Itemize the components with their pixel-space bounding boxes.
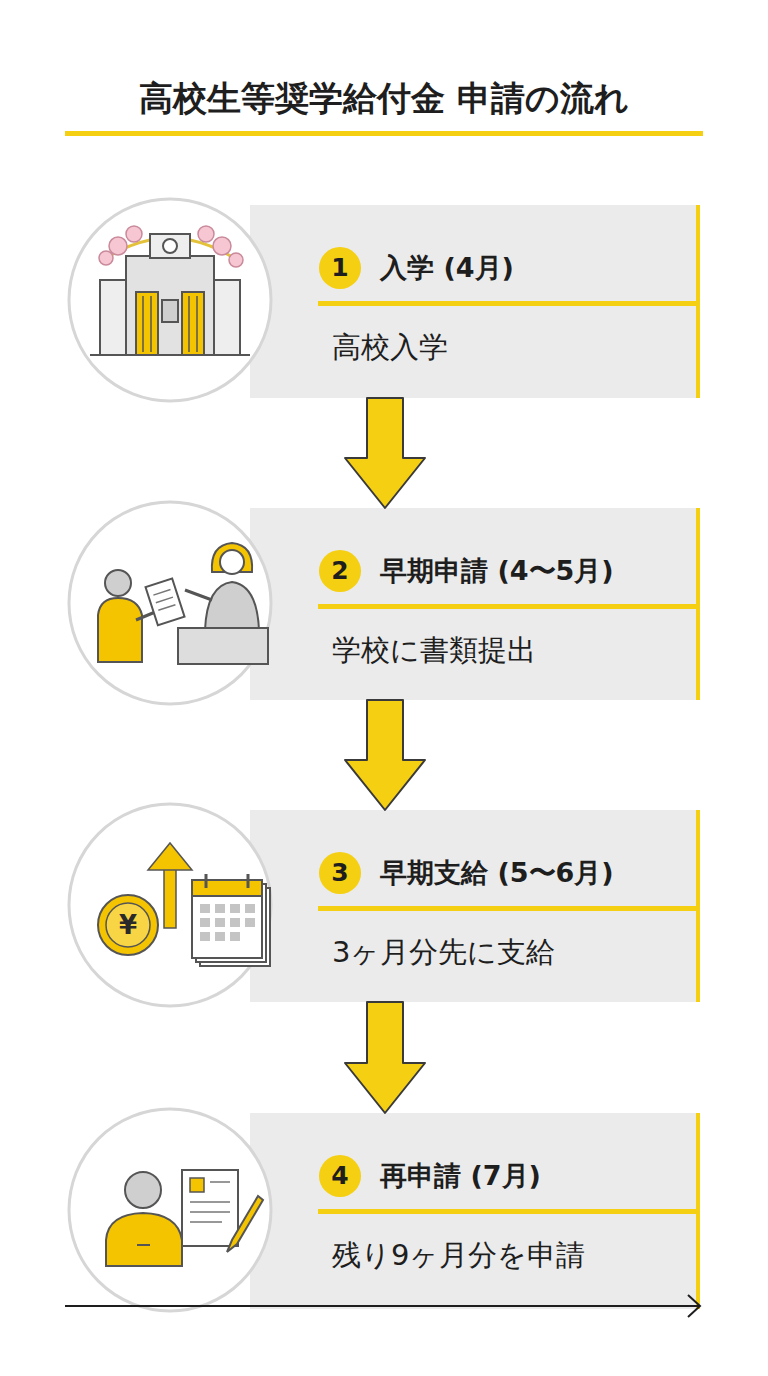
reapply-illustration-part bbox=[106, 1213, 182, 1266]
step-number: 3 bbox=[319, 852, 361, 894]
school-illustration-part bbox=[229, 253, 243, 267]
header-separator bbox=[318, 1209, 696, 1214]
desk-illustration-part bbox=[178, 628, 268, 664]
school-illustration-part bbox=[99, 251, 113, 265]
payment-illustration-part bbox=[200, 904, 255, 941]
desk-illustration-part bbox=[98, 598, 142, 662]
school-illustration-part bbox=[90, 354, 250, 356]
desk-illustration-part-part bbox=[153, 590, 175, 611]
school-illustration-part bbox=[126, 256, 214, 355]
flow-arrow bbox=[345, 700, 425, 810]
school-illustration-part bbox=[213, 237, 231, 255]
school-illustration-part bbox=[69, 199, 271, 401]
step-number: 2 bbox=[319, 550, 361, 592]
payment-illustration-part bbox=[106, 903, 150, 947]
page-title: 高校生等奨学給付金 申請の流れ bbox=[40, 74, 728, 122]
header-separator bbox=[318, 906, 696, 911]
school-illustration-part bbox=[163, 239, 177, 253]
header-separator bbox=[318, 301, 696, 306]
step-description: 残り9ヶ月分を申請 bbox=[332, 1235, 585, 1275]
desk-illustration-part bbox=[146, 578, 185, 625]
desk-illustration-part-part bbox=[146, 578, 185, 625]
currency-symbol: ¥ bbox=[119, 910, 137, 940]
payment-illustration-part bbox=[192, 880, 262, 958]
step-title: 入学 (4月) bbox=[380, 249, 514, 287]
desk-illustration-part bbox=[105, 570, 131, 596]
school-illustration-part bbox=[214, 280, 240, 355]
desk-illustration-part bbox=[205, 582, 259, 630]
flow-arrow bbox=[345, 398, 425, 508]
payment-illustration-part bbox=[206, 874, 248, 888]
step-title: 早期申請 (4〜5月) bbox=[380, 552, 614, 590]
desk-illustration-part bbox=[185, 590, 212, 600]
payment-illustration-part bbox=[69, 804, 271, 1006]
step-number-badge: 1 bbox=[319, 247, 361, 289]
reapply-illustration-part bbox=[182, 1170, 238, 1246]
step-title: 再申請 (7月) bbox=[380, 1157, 541, 1195]
step-title: 早期支給 (5〜6月) bbox=[380, 854, 614, 892]
reapply-illustration-part bbox=[69, 1109, 271, 1311]
school-illustration-part bbox=[100, 280, 126, 355]
school-illustration-part bbox=[109, 237, 127, 255]
reapply-illustration-part bbox=[227, 1196, 263, 1252]
school-illustration-part bbox=[143, 296, 197, 352]
desk-illustration bbox=[69, 502, 271, 704]
school-illustration-part bbox=[150, 234, 190, 258]
reapply-illustration-part bbox=[137, 1244, 150, 1246]
header-separator bbox=[318, 604, 696, 609]
title-underline bbox=[65, 131, 703, 136]
step-number-badge: 3 bbox=[319, 852, 361, 894]
payment-illustration-part bbox=[192, 880, 262, 896]
step-number: 4 bbox=[319, 1155, 361, 1197]
desk-illustration-part bbox=[220, 550, 244, 574]
school-illustration-part bbox=[136, 292, 158, 355]
step-description: 3ヶ月分先に支給 bbox=[332, 932, 555, 972]
reapply-illustration-part bbox=[190, 1182, 230, 1222]
reapply-illustration-part bbox=[125, 1172, 161, 1208]
desk-illustration-part bbox=[69, 502, 271, 704]
payment-illustration-part bbox=[148, 843, 192, 870]
flow-arrow bbox=[345, 1002, 425, 1113]
school-illustration-part bbox=[162, 300, 178, 322]
school-illustration bbox=[69, 199, 271, 401]
step-box: 早期支給 (5〜6月) 3ヶ月分先に支給 3 bbox=[250, 810, 700, 1002]
school-illustration-part bbox=[182, 292, 204, 355]
reapply-illustration-part bbox=[190, 1178, 204, 1192]
school-illustration-part bbox=[126, 226, 142, 242]
step-number-badge: 4 bbox=[319, 1155, 361, 1197]
payment-illustration-part bbox=[98, 895, 158, 955]
step-box: 入学 (4月) 高校入学 1 bbox=[250, 205, 700, 398]
school-illustration-part bbox=[198, 226, 214, 242]
step-description: 学校に書類提出 bbox=[332, 630, 536, 670]
step-box: 早期申請 (4〜5月) 学校に書類提出 2 bbox=[250, 508, 700, 700]
reapply-illustration bbox=[69, 1109, 271, 1311]
timeline-arrow-part bbox=[65, 1305, 700, 1307]
step-number-badge: 2 bbox=[319, 550, 361, 592]
step-box: 再申請 (7月) 残り9ヶ月分を申請 4 bbox=[250, 1113, 700, 1309]
step-description: 高校入学 bbox=[332, 327, 448, 367]
step-number: 1 bbox=[319, 247, 361, 289]
payment-illustration-part bbox=[164, 866, 176, 928]
payment-illustration bbox=[69, 804, 271, 1006]
